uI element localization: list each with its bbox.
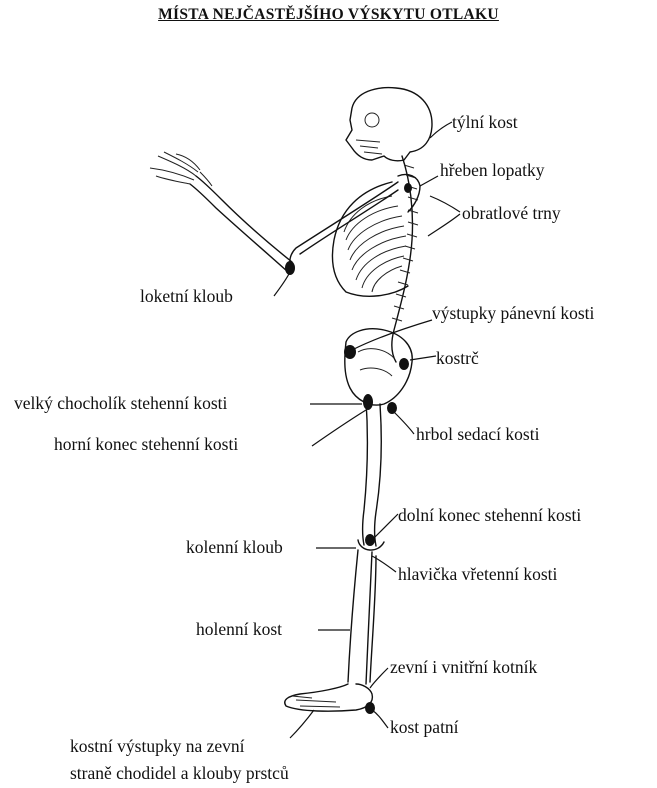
label-hrbol-sedaci: hrbol sedací kosti	[416, 426, 539, 444]
foot-drawing	[285, 684, 373, 711]
label-dolni-konec: dolní konec stehenní kosti	[398, 507, 581, 525]
pressure-spots	[285, 183, 412, 714]
arm-drawing	[150, 152, 398, 272]
label-hreben-lopatky: hřeben lopatky	[440, 162, 544, 180]
spot-spine	[404, 183, 412, 193]
ribcage-drawing	[333, 182, 409, 296]
spot-coccyx	[399, 358, 409, 370]
femur-drawing	[363, 400, 382, 546]
label-holenni-kost: holenní kost	[196, 621, 282, 639]
label-vystupky-chodidel-1: kostní výstupky na zevní	[70, 738, 245, 756]
label-loketni-kloub: loketní kloub	[140, 288, 233, 306]
spot-knee	[365, 534, 375, 546]
skull-drawing	[346, 88, 432, 161]
label-kost-patni: kost patní	[390, 719, 459, 737]
spot-pelvis	[344, 345, 356, 359]
label-obratlove-trny: obratlové trny	[462, 205, 561, 223]
label-vystupky-chodidel-2: straně chodidel a klouby prstců	[70, 765, 289, 783]
label-kostrc: kostrč	[436, 350, 479, 368]
spot-trochanter	[363, 394, 373, 410]
label-kolenni-kloub: kolenní kloub	[186, 539, 283, 557]
label-velky-chocholik: velký chocholík stehenní kosti	[14, 395, 227, 413]
label-vystupky-panevni: výstupky pánevní kosti	[432, 305, 594, 323]
spot-ischium	[387, 402, 397, 414]
label-kotnik: zevní i vnitřní kotník	[390, 659, 537, 677]
label-horni-konec: horní konec stehenní kosti	[54, 436, 238, 454]
label-tylni-kost: týlní kost	[452, 114, 518, 132]
label-hlavicka-vretenni: hlavička vřetenní kosti	[398, 566, 557, 584]
tibia-drawing	[348, 550, 376, 684]
spot-heel	[365, 702, 375, 714]
